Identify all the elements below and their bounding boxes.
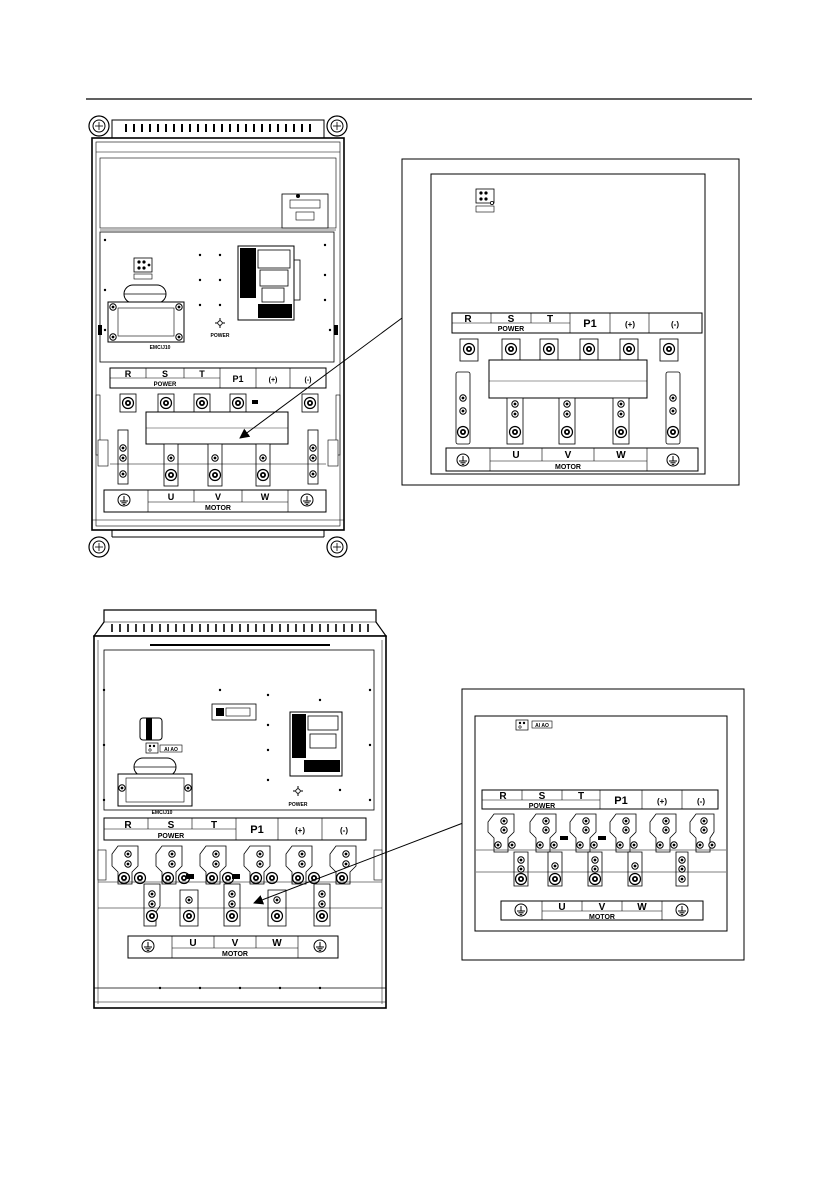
emc-label: EMC/J10	[150, 345, 171, 351]
motor-label-u: U	[512, 450, 519, 461]
motor-label-u: U	[189, 938, 196, 949]
drive-diagram-2: AI AO EMC/J10 POWER	[94, 610, 386, 1008]
drive-diagram-1: EMC/J10 POWER R S T P1 (+) (-) PO	[89, 116, 347, 557]
control-board	[290, 712, 342, 776]
terminal-label-plus: (+)	[269, 377, 278, 384]
ground-icon	[142, 940, 154, 952]
power-caption: POWER	[154, 382, 177, 388]
terminal-label-t: T	[211, 820, 217, 831]
terminal-label-p1: P1	[614, 795, 627, 807]
motor-caption: MOTOR	[555, 464, 581, 471]
ground-icon	[118, 494, 130, 506]
emc-filter-plate	[108, 302, 184, 342]
terminal-label-p1: P1	[250, 824, 263, 836]
mounting-hole-icon	[89, 116, 109, 136]
terminal-label-p1: P1	[583, 318, 596, 330]
control-board	[238, 246, 300, 320]
power-caption: POWER	[158, 833, 184, 840]
power-caption: POWER	[498, 326, 524, 333]
motor-label-w: W	[616, 450, 626, 461]
motor-terminal-strip: U V W MOTOR	[128, 936, 338, 958]
power-terminal-strip: R S T P1 (+) (-) POWER	[104, 818, 366, 840]
motor-label-v: V	[215, 492, 221, 502]
terminal-label-minus: (-)	[697, 797, 705, 806]
terminal-detail-2: AI AO R S T P1 (+) (-) POWER	[462, 689, 744, 960]
ground-icon	[515, 904, 527, 916]
ground-icon	[457, 454, 469, 466]
motor-label-w: W	[637, 902, 647, 913]
motor-label-v: V	[232, 938, 239, 949]
motor-label-v: V	[599, 902, 606, 913]
motor-caption: MOTOR	[589, 914, 615, 921]
terminal-label-r: R	[125, 369, 132, 379]
jumper-label: AI AO	[535, 723, 549, 729]
terminal-label-t: T	[199, 369, 205, 379]
terminal-label-minus: (-)	[340, 826, 348, 835]
terminal-label-s: S	[162, 369, 168, 379]
ground-icon	[301, 494, 313, 506]
power-caption: POWER	[529, 803, 555, 810]
ground-icon	[667, 454, 679, 466]
power-led-label: POWER	[289, 802, 308, 808]
jumper-label: AI AO	[164, 747, 178, 753]
motor-label-u: U	[168, 492, 175, 502]
mounting-hole-icon	[327, 537, 347, 557]
terminal-label-r: R	[499, 791, 507, 802]
terminal-label-s: S	[539, 791, 546, 802]
terminal-detail-1: R S T P1 (+) (-) POWER	[402, 159, 739, 485]
terminal-label-plus: (+)	[657, 797, 667, 806]
emc-label: EMC/J10	[152, 810, 173, 816]
terminal-label-s: S	[168, 820, 175, 831]
emc-filter-plate	[118, 774, 192, 806]
ground-icon	[314, 940, 326, 952]
power-led-label: POWER	[211, 333, 230, 339]
motor-caption: MOTOR	[205, 505, 231, 512]
power-terminal-strip: R S T P1 (+) (-) POWER	[110, 368, 326, 388]
terminal-label-minus: (-)	[305, 377, 312, 384]
terminal-label-r: R	[464, 314, 472, 325]
motor-caption: MOTOR	[222, 951, 248, 958]
motor-label-v: V	[565, 450, 572, 461]
ground-icon	[676, 904, 688, 916]
motor-label-u: U	[558, 902, 565, 913]
motor-label-w: W	[261, 492, 270, 502]
terminal-label-s: S	[508, 314, 515, 325]
terminal-label-plus: (+)	[625, 320, 635, 329]
terminal-label-plus: (+)	[295, 826, 305, 835]
motor-label-w: W	[272, 938, 282, 949]
terminal-label-minus: (-)	[671, 320, 679, 329]
terminal-label-t: T	[547, 314, 553, 325]
mounting-hole-icon	[89, 537, 109, 557]
mounting-hole-icon	[327, 116, 347, 136]
terminal-label-t: T	[578, 791, 584, 802]
terminal-label-r: R	[124, 820, 132, 831]
terminal-label-p1: P1	[232, 374, 243, 384]
motor-terminal-strip: U V W MOTOR	[104, 490, 326, 512]
